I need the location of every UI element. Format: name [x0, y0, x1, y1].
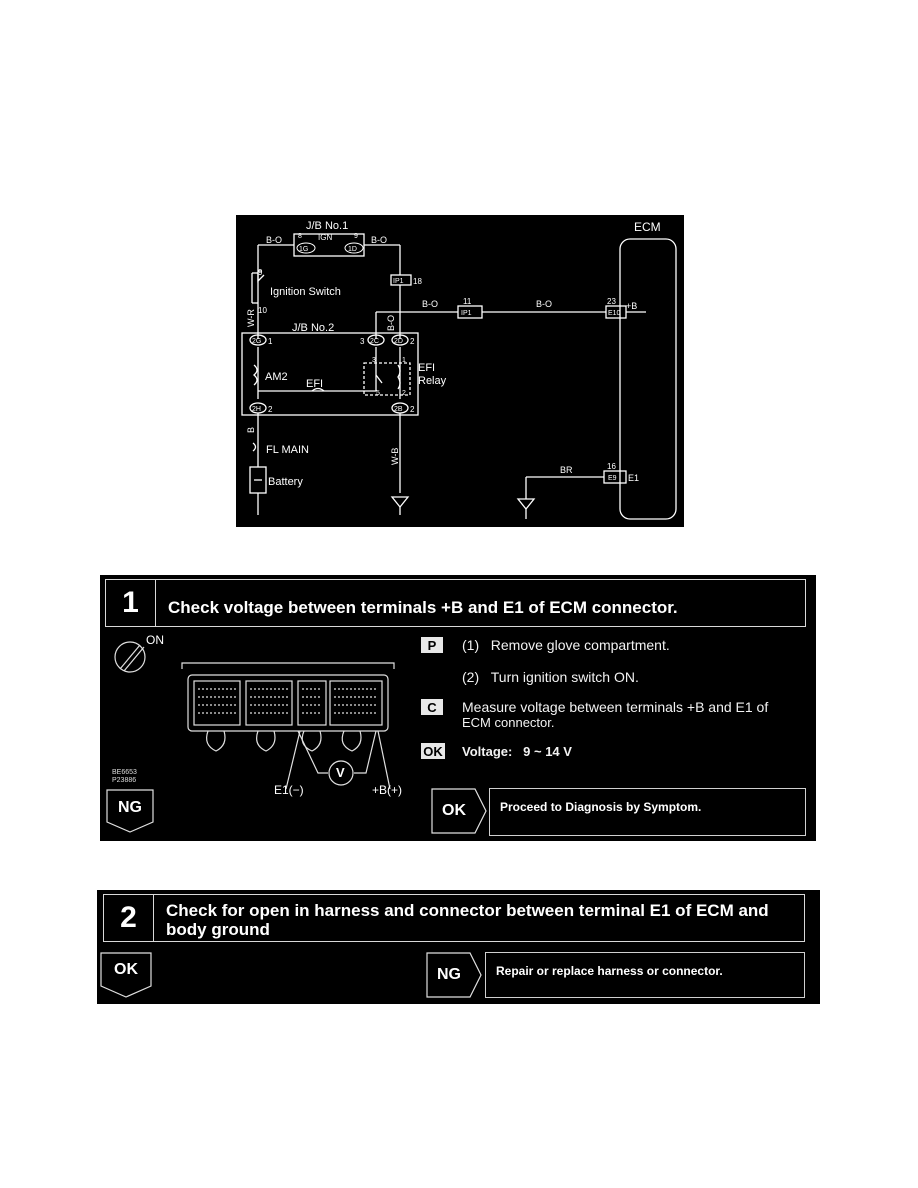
ok-button[interactable]: OK	[442, 802, 466, 819]
step-2-panel: 2 Check for open in harness and connecto…	[97, 890, 820, 1004]
measure-line-1: Measure voltage between terminals +B and…	[462, 699, 769, 715]
wire-br: BR	[560, 465, 573, 475]
step-1-title: Check voltage between terminals +B and E…	[168, 598, 678, 617]
ng-button[interactable]: NG	[118, 799, 142, 816]
step-1-number: 1	[106, 580, 156, 626]
step-2-ng-badge-shape	[426, 952, 482, 998]
connector-2d: 2D	[394, 338, 403, 345]
e1-minus-label: E1(−)	[274, 783, 304, 797]
tag-ok: OK	[421, 743, 445, 759]
connector-2b: 2B	[394, 406, 403, 413]
pin-9b: 9	[258, 268, 263, 277]
pin-1: 1	[268, 337, 273, 346]
step-2-title-line-1: Check for open in harness and connector …	[166, 901, 769, 920]
ok-result-box: Proceed to Diagnosis by Symptom.	[489, 788, 806, 836]
connector-1g: 1G	[299, 246, 308, 253]
wire-wb: W-B	[390, 448, 400, 465]
step-2-ok-button[interactable]: OK	[114, 961, 138, 978]
instruction-1: (1) Remove glove compartment.	[462, 637, 670, 653]
wire-bo-right: B-O	[371, 235, 387, 245]
relay-pin-3: 3	[372, 357, 376, 364]
fl-main-label: FL MAIN	[266, 444, 309, 456]
wire-bo-mid2: B-O	[536, 299, 552, 309]
e1-label: E1	[628, 473, 639, 483]
wire-b: B	[246, 427, 256, 433]
plus-b-label: +B	[626, 301, 637, 311]
pin-18: 18	[413, 277, 422, 286]
relay-pin-2: 2	[402, 390, 406, 397]
voltage-spec: Voltage: 9 ~ 14 V	[462, 744, 572, 759]
pin-9: 9	[354, 233, 358, 240]
figure-code-1: BE6653	[112, 769, 137, 776]
b-plus-label: +B(+)	[372, 783, 403, 797]
ecm-label: ECM	[634, 220, 661, 234]
pin-3: 3	[360, 337, 365, 346]
wiring-diagram-svg: J/B No.1 IGN 1G 1D 8 9 ECM B-O B-O 9 10 …	[241, 220, 677, 520]
pin-11: 11	[463, 297, 472, 306]
tag-p: P	[421, 637, 443, 653]
instruction-2: (2) Turn ignition switch ON.	[462, 669, 639, 685]
pin-2a: 2	[410, 337, 415, 346]
step-2-ok-badge-shape	[100, 952, 152, 998]
pin-2b: 2	[268, 405, 273, 414]
connector-e10: E10	[608, 310, 621, 317]
connector-e9: E9	[608, 475, 617, 482]
connector-ip1-a: IP1	[393, 278, 404, 285]
step-1-header: 1 Check voltage between terminals +B and…	[105, 579, 806, 627]
wire-bo-mid1: B-O	[422, 299, 438, 309]
tag-c: C	[421, 699, 443, 715]
step-1-panel: 1 Check voltage between terminals +B and…	[100, 575, 816, 841]
connector-ip1-b: IP1	[461, 310, 472, 317]
connector-2h: 2H	[252, 406, 261, 413]
voltmeter-symbol: V	[336, 765, 345, 780]
ng-badge-shape	[106, 789, 154, 833]
efi-fuse-label: EFI	[306, 378, 323, 390]
step-2-header: 2 Check for open in harness and connecto…	[103, 894, 805, 942]
connector-1d: 1D	[348, 246, 357, 253]
ecm-connector-illustration	[114, 641, 395, 790]
wiring-diagram: J/B No.1 IGN 1G 1D 8 9 ECM B-O B-O 9 10 …	[236, 215, 684, 527]
battery-label: Battery	[268, 476, 303, 488]
step-2-ng-button[interactable]: NG	[437, 966, 461, 983]
pin-2c: 2	[410, 405, 415, 414]
on-label: ON	[146, 633, 164, 647]
ignition-key-icon	[114, 641, 146, 673]
jb2-box	[241, 332, 419, 416]
ign-label: IGN	[318, 233, 332, 242]
am2-label: AM2	[265, 371, 288, 383]
step-2-number: 2	[104, 895, 154, 941]
pin-16: 16	[607, 462, 616, 471]
pin-8: 8	[298, 233, 302, 240]
jb1-label: J/B No.1	[306, 220, 348, 232]
wire-bo-vert: B-O	[386, 315, 396, 331]
pin-23: 23	[607, 297, 616, 306]
efi-relay-label-2: Relay	[418, 375, 447, 387]
connector-2c: 2C	[370, 338, 379, 345]
relay-pin-5: 5	[376, 390, 380, 397]
pin-10: 10	[258, 306, 267, 315]
wire-bo-left: B-O	[266, 235, 282, 245]
figure-code-2: P23886	[112, 777, 137, 784]
wire-wr: W-R	[246, 309, 256, 327]
relay-pin-1: 1	[402, 357, 406, 364]
ng-result-box: Repair or replace harness or connector.	[485, 952, 805, 998]
ignition-switch-label: Ignition Switch	[270, 286, 341, 298]
efi-relay-label-1: EFI	[418, 362, 435, 374]
connector-2g: 2G	[252, 338, 261, 345]
jb2-label: J/B No.2	[292, 322, 334, 334]
step-2-title-line-2: body ground	[166, 920, 270, 939]
ok-badge-shape	[431, 788, 487, 834]
measure-line-2: ECM connector.	[462, 715, 555, 730]
ecm-box	[619, 238, 677, 520]
